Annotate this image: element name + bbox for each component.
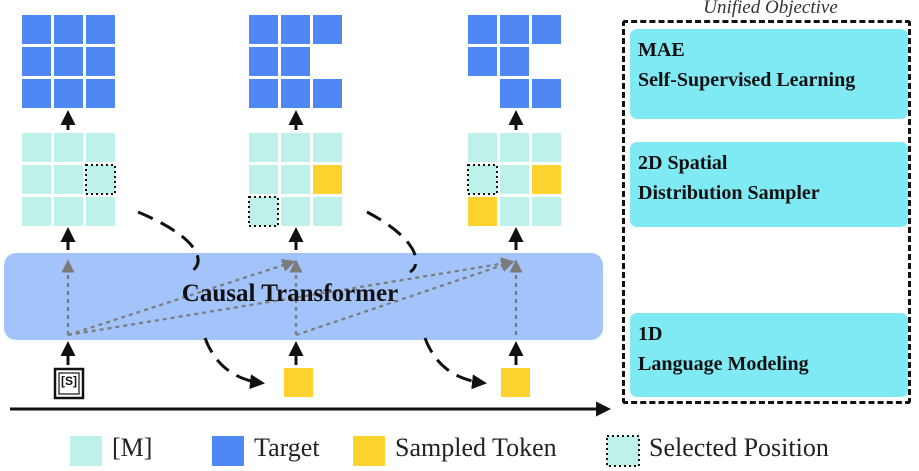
objective-box-line1: 1D (638, 323, 663, 345)
objective-box-line1: MAE (638, 39, 685, 61)
legend-sampled-swatch (353, 436, 385, 466)
legend-selected-swatch (606, 435, 640, 467)
curved-dashed-arrow-icon (137, 210, 487, 390)
objective-box-line1: 2D Spatial (638, 152, 728, 174)
target-grid-1 (22, 15, 115, 108)
start-token-box (53, 367, 85, 400)
legend-mask-label: [M] (112, 433, 153, 462)
unified-objective-frame (622, 20, 911, 404)
legend-mask-swatch (70, 436, 102, 466)
sampled-token-input-1 (284, 368, 313, 397)
causal-transformer-block (4, 253, 603, 340)
target-grid-3 (468, 15, 561, 108)
legend-sampled-label: Sampled Token (395, 433, 557, 462)
objective-box-1d-lm: 1D Language Modeling (630, 313, 908, 397)
unified-objective-title: Unified Objective (703, 0, 838, 18)
objective-box-line2: Distribution Sampler (638, 182, 820, 204)
up-arrow-icon (60, 110, 524, 365)
objective-box-2d-sampler: 2D Spatial Distribution Sampler (630, 142, 908, 227)
legend-selected-label: Selected Position (649, 433, 829, 462)
objective-box-line2: Language Modeling (638, 353, 809, 375)
selected-position-marker (85, 164, 116, 195)
state-grid-3 (467, 133, 561, 226)
selected-position-marker (248, 196, 279, 227)
objective-box-line2: Self-Supervised Learning (638, 69, 856, 91)
state-grid-1 (22, 133, 116, 226)
target-grid-2 (249, 15, 342, 108)
state-grid-2 (248, 133, 342, 227)
attention-lines (61, 257, 523, 337)
legend-target-label: Target (254, 433, 320, 462)
start-token-label: [S] (61, 374, 77, 388)
legend-target-swatch (212, 436, 244, 466)
causal-transformer-label: Causal Transformer (181, 280, 399, 307)
sampled-token-cell (532, 165, 561, 194)
sampled-token-cell (468, 197, 497, 226)
objective-box-mae: MAE Self-Supervised Learning (630, 29, 908, 119)
sampled-token-cell (313, 165, 342, 194)
sampled-token-input-2 (501, 368, 530, 397)
selected-position-marker (467, 164, 498, 195)
